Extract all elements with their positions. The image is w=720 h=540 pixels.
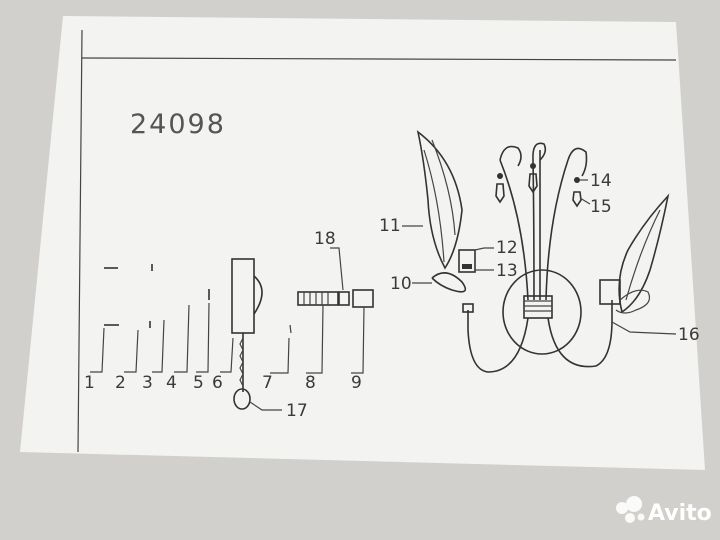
- label-4: 4: [166, 373, 177, 393]
- avito-watermark: Avito: [616, 496, 712, 526]
- label-5: 5: [193, 373, 204, 393]
- model-number: 24098: [130, 109, 226, 140]
- watermark-text: Avito: [648, 501, 712, 526]
- frame-line: [77, 29, 83, 453]
- switch-box: [220, 258, 282, 411]
- label-18: 18: [314, 229, 336, 249]
- paper-sheet: [20, 16, 705, 470]
- label-2: 2: [115, 373, 126, 393]
- label-3: 3: [142, 373, 153, 393]
- label-7: 7: [262, 373, 273, 393]
- lamp-assembly: [402, 130, 677, 373]
- threaded-nipple: [297, 247, 374, 374]
- label-8: 8: [305, 373, 316, 393]
- part-labels: 1 2 3 4 5 6 7 8 9 10 11 12 13 14 15 16 1…: [84, 171, 700, 421]
- small-parts-group: [90, 264, 210, 373]
- label-13: 13: [496, 261, 518, 281]
- part-7: [270, 324, 292, 374]
- frame-top-line: [81, 57, 677, 61]
- label-14: 14: [590, 171, 612, 191]
- label-17: 17: [286, 401, 308, 421]
- label-12: 12: [496, 238, 518, 258]
- label-10: 10: [390, 274, 412, 294]
- label-9: 9: [351, 373, 362, 393]
- label-1: 1: [84, 373, 95, 393]
- label-15: 15: [590, 197, 612, 217]
- label-11: 11: [379, 216, 401, 236]
- avito-logo-icon: [616, 496, 645, 523]
- label-6: 6: [212, 373, 223, 393]
- label-16: 16: [678, 325, 700, 345]
